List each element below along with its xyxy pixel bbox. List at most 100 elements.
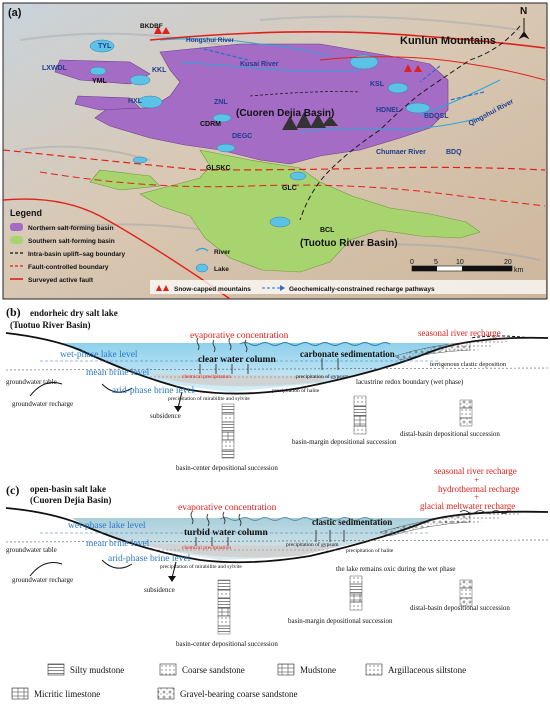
c-gw-recharge: groundwater recharge xyxy=(12,576,73,584)
b-distal-succ: distal-basin depositional succession xyxy=(400,430,500,438)
b-gypsum: precipitation of gypsum xyxy=(296,373,349,380)
map-label-bcl: BCL xyxy=(320,227,335,234)
legend-southern: Southern salt-forming basin xyxy=(28,238,115,245)
c-distal-column xyxy=(459,579,473,607)
map-label-chumaer: Chumaer River xyxy=(376,149,426,156)
b-gw-recharge: groundwater recharge xyxy=(12,400,73,408)
legend-fault: Fault-controlled boundary xyxy=(28,264,109,271)
b-arid-level: arid-phase brine level xyxy=(112,386,195,396)
b-center-column xyxy=(221,403,235,459)
scale-unit: km xyxy=(514,267,524,274)
map-label-znl: ZNL xyxy=(214,99,228,106)
north-arrow-label: N xyxy=(520,6,527,17)
c-gw-table: groundwater table xyxy=(6,546,57,554)
map-label-kusai: Kusai River xyxy=(240,61,279,68)
map-label-hxl: HXL xyxy=(128,98,143,105)
c-r2: hydrothermal recharge xyxy=(438,484,520,494)
c-distal-succ: distal-basin depositional succession xyxy=(410,604,510,612)
b-gw-table: groundwater table xyxy=(6,378,57,386)
north-arrow-icon xyxy=(518,18,530,40)
panel-b-title2: (Tuotuo River Basin) xyxy=(10,320,91,330)
fault-line xyxy=(149,31,546,49)
panel-b-diagram: (b) endorheic dry salt lake (Tuotuo Rive… xyxy=(5,305,549,472)
b-subsidence: subsidence xyxy=(150,412,181,420)
panel-a-label: (a) xyxy=(8,7,22,19)
b-seasonal: seasonal river recharge xyxy=(418,328,501,338)
legend-recharge: Geochemically-constrained recharge pathw… xyxy=(289,286,435,293)
map-label-degc: DEGC xyxy=(232,133,252,140)
map-label-glskc: GLSKC xyxy=(206,165,231,172)
b-chem-precip: chemical precipitation xyxy=(182,374,231,380)
b-carbonate: carbonate sedimentation xyxy=(300,349,395,359)
map-label-lxwdl: LXWDL xyxy=(42,65,68,72)
map-label-tyl: TYL xyxy=(98,43,112,50)
b-center-succ: basin-center depositional succession xyxy=(176,464,278,472)
c-halite: precipitation of halite xyxy=(346,547,394,554)
lithology-legend: Silty mudstone Coarse sandstone Mudstone… xyxy=(11,663,466,700)
b-mean-level: mean brine level xyxy=(86,368,150,378)
map-label-yml: YML xyxy=(92,78,108,85)
b-halite: precipitation of halite xyxy=(272,387,320,394)
b-clear-col: clear water column xyxy=(198,355,276,365)
b-wet-level: wet-phase lake level xyxy=(60,350,138,360)
c-center-succ: basin-center depositional succession xyxy=(176,640,278,648)
lith-micritic: Micritic limestone xyxy=(34,689,100,699)
legend-uplift: Intra-basin uplift–sag boundary xyxy=(28,251,126,258)
scale-10: 10 xyxy=(456,259,464,266)
lake-water-c xyxy=(72,518,440,560)
panel-c-diagram: (c) open-basin salt lake (Cuoren Dejia B… xyxy=(5,466,549,648)
legend-northern: Northern salt-forming basin xyxy=(28,225,114,232)
scale-0: 0 xyxy=(410,259,414,266)
legend-river: River xyxy=(214,249,231,256)
map-legend: Legend Northern salt-forming basin South… xyxy=(10,208,546,294)
c-evap: evaporative concentration xyxy=(178,503,277,513)
panel-b-title1: endorheic dry salt lake xyxy=(30,308,118,318)
legend-active: Surveyed active fault xyxy=(28,277,94,284)
map-label-bdqsl: BDQSL xyxy=(424,113,449,120)
c-chem-precip: chemical precipitation xyxy=(182,545,231,551)
basin-outline-c xyxy=(5,507,549,564)
lith-mud: Mudstone xyxy=(300,665,336,675)
legend-title: Legend xyxy=(10,208,42,218)
c-r1: seasonal river recharge xyxy=(434,466,517,476)
c-gypsum: precipitation of gypsum xyxy=(286,541,339,548)
c-turbid-col: turbid water column xyxy=(184,528,268,538)
map-label-kunlun: Kunlun Mountains xyxy=(400,35,496,47)
southern-basin-area xyxy=(139,149,481,273)
legend-snow: Snow-capped mountains xyxy=(174,286,251,293)
c-mirabilite: precipitation of mirabilite and sylvite xyxy=(160,563,242,570)
b-margin-succ: basin-margin depositional succession xyxy=(292,438,397,446)
legend-lake: Lake xyxy=(214,266,229,273)
panel-b-label: (b) xyxy=(6,305,21,319)
panel-a-map: (a) N Kunlun Mountains BKDBF Hongshui Ri… xyxy=(2,2,548,300)
lith-argillaceous: Argillaceous siltstone xyxy=(388,665,466,675)
map-label-hdnel: HDNEL xyxy=(376,107,401,114)
snow-legend-icon xyxy=(156,285,162,291)
scale-5: 5 xyxy=(434,259,438,266)
lith-coarse: Coarse sandstone xyxy=(182,665,245,675)
c-plus2: + xyxy=(474,492,479,502)
map-label-ksl: KSL xyxy=(370,81,385,88)
map-label-bkdbf: BKDBF xyxy=(140,23,163,30)
b-margin-column xyxy=(353,395,367,435)
panel-c-label: (c) xyxy=(6,483,19,497)
c-margin-succ: basin-margin depositional succession xyxy=(288,617,393,625)
panel-c-title2: (Cuoren Dejia Basin) xyxy=(30,495,111,505)
lith-gravel: Gravel-bearing coarse sandstone xyxy=(180,689,297,699)
scale-bar: 0 5 10 20 km xyxy=(410,259,524,274)
c-wet-level: wet-phase lake level xyxy=(68,521,146,531)
b-redox: lacustrine redox boundary (wet phase) xyxy=(356,378,464,386)
b-terrigenous: terrigenous clastic deposition xyxy=(430,361,507,368)
c-margin-column xyxy=(349,575,363,611)
map-label-bdq: BDQ xyxy=(446,149,462,156)
c-plus1: + xyxy=(474,475,479,485)
map-label-tuotuo-basin: (Tuotuo River Basin) xyxy=(300,238,398,249)
map-label-glc: GLC xyxy=(282,185,297,192)
map-label-cdrm: CDRM xyxy=(200,121,221,128)
c-clastic: clastic sedimentation xyxy=(312,517,392,527)
map-label-kkl: KKL xyxy=(152,67,167,74)
c-r3: glacial meltwater recharge xyxy=(420,501,515,511)
lake-water-b xyxy=(60,343,450,392)
b-distal-column xyxy=(459,399,473,427)
c-subsidence: subsidence xyxy=(144,586,175,594)
